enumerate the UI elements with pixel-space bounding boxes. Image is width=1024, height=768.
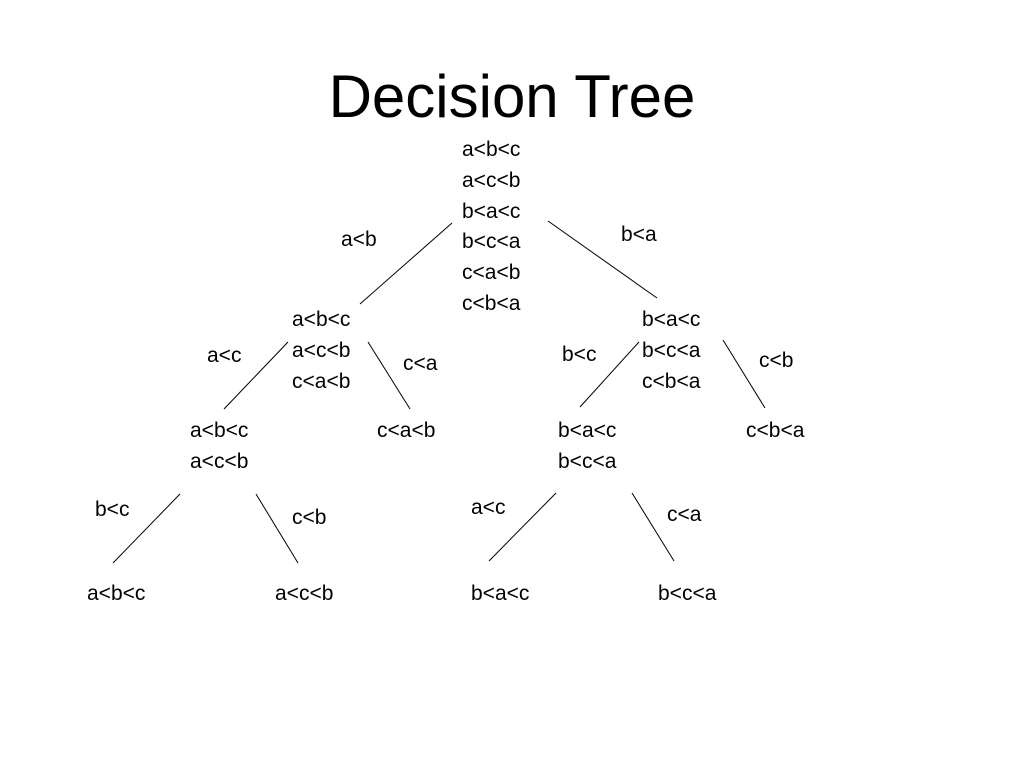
edge-label-ll-right: c<b: [292, 506, 327, 529]
edge-left-left: [223, 341, 289, 410]
node-text: b<a<c: [558, 419, 617, 442]
node-text: b<a<c: [462, 199, 521, 223]
node-text: a<b<c: [190, 419, 249, 442]
edge-rl-left: [488, 492, 557, 562]
node-text: b<a<c: [642, 308, 701, 331]
leaf-node: b<a<c: [471, 579, 529, 610]
page-title: Decision Tree: [328, 63, 696, 130]
edge-label-root-left: a<b: [341, 228, 377, 251]
edge-ll-right: [255, 493, 299, 564]
node-root: a<b<c a<c<b b<a<c b<c<a c<a<b c<b<a: [462, 135, 520, 320]
edge-label-left-right: c<a: [403, 352, 438, 375]
edge-label-left-left: a<c: [207, 344, 242, 367]
edge-label-rl-right: c<a: [667, 503, 702, 526]
edge-rl-right: [631, 492, 675, 562]
node-text: a<c<b: [292, 338, 351, 362]
edge-right-right: [722, 339, 766, 409]
node-text: c<b<a: [746, 419, 805, 442]
node-text: c<a<b: [377, 419, 436, 442]
leaf-node: b<c<a: [658, 579, 716, 610]
node-text: b<c<a: [658, 582, 717, 605]
node-text: a<c<b: [190, 449, 249, 473]
edge-right-left: [579, 341, 640, 408]
edge-ll-left: [112, 493, 181, 564]
node-text: b<c<a: [462, 230, 521, 254]
node-text: c<a<b: [292, 369, 351, 393]
node-text: c<a<b: [462, 261, 521, 285]
node-text: b<a<c: [471, 582, 530, 605]
edge-root-right: [547, 220, 658, 299]
leaf-node: a<c<b: [275, 579, 333, 610]
edge-label-right-right: c<b: [759, 349, 794, 372]
node-text: c<b<a: [642, 369, 701, 393]
node-text: c<b<a: [462, 291, 521, 315]
node-right: b<a<c b<c<a c<b<a: [642, 305, 700, 397]
node-text: a<b<c: [462, 138, 521, 161]
node-text: a<c<b: [275, 582, 334, 605]
node-left: a<b<c a<c<b c<a<b: [292, 305, 350, 397]
node-right-right: c<b<a: [746, 416, 804, 447]
node-text: a<b<c: [292, 308, 351, 331]
edge-label-root-right: b<a: [621, 223, 657, 246]
edge-label-right-left: b<c: [562, 343, 597, 366]
edge-label-rl-left: a<c: [471, 496, 506, 519]
edge-left-right: [367, 341, 411, 410]
edge-label-ll-left: b<c: [95, 498, 130, 521]
leaf-node: a<b<c: [87, 579, 145, 610]
node-left-left: a<b<c a<c<b: [190, 416, 248, 478]
node-text: a<b<c: [87, 582, 146, 605]
node-left-right: c<a<b: [377, 416, 435, 447]
node-text: a<c<b: [462, 168, 521, 192]
node-right-left: b<a<c b<c<a: [558, 416, 616, 478]
edge-root-left: [359, 222, 453, 305]
node-text: b<c<a: [558, 449, 617, 473]
node-text: b<c<a: [642, 338, 701, 362]
